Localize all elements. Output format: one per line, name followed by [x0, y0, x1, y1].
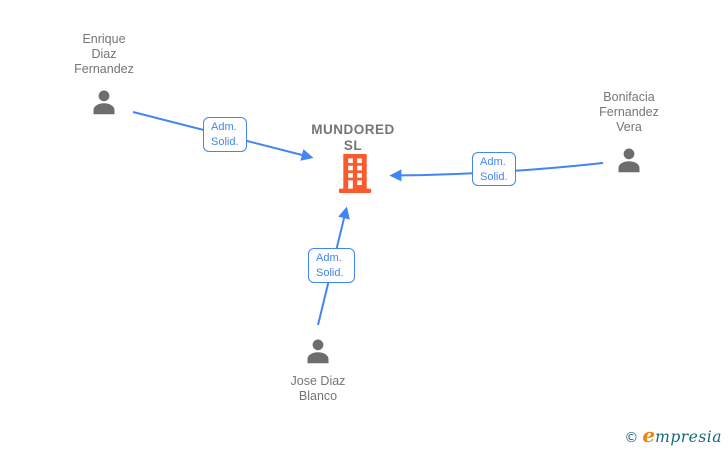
person-name-line: Diaz — [91, 47, 117, 61]
edge-label-adm-solid: Adm. Solid. — [472, 152, 516, 186]
edge-label-line: Solid. — [211, 136, 239, 148]
company-name-line: SL — [343, 138, 363, 153]
person-name-line: Enrique — [82, 32, 126, 46]
person-icon — [307, 339, 329, 364]
person-node-enrique[interactable] — [89, 88, 119, 118]
empresia-wordmark: empresia — [642, 423, 722, 447]
edge-label-line: Adm. — [480, 156, 506, 168]
person-name-line: Blanco — [298, 389, 338, 403]
person-name-jose[interactable]: Jose Diaz Blanco — [248, 374, 388, 404]
person-name-line: Vera — [616, 120, 642, 134]
person-node-bonifacia[interactable] — [614, 146, 644, 176]
edge-label-adm-solid: Adm. Solid. — [308, 248, 355, 283]
company-name[interactable]: MUNDORED SL — [283, 122, 423, 154]
edge-label-line: Adm. — [211, 121, 237, 133]
person-name-enrique[interactable]: Enrique Diaz Fernandez — [34, 32, 174, 77]
person-name-line: Fernandez — [599, 105, 659, 119]
edge-label-line: Adm. — [316, 252, 342, 264]
empresia-wordmark-initial: e — [642, 423, 656, 447]
company-node-mundored[interactable] — [338, 154, 372, 193]
building-icon — [338, 154, 372, 193]
copyright-symbol: © — [624, 430, 639, 446]
person-name-line: Fernandez — [74, 62, 134, 76]
person-name-bonifacia[interactable]: Bonifacia Fernandez Vera — [559, 90, 699, 135]
person-name-line: Jose Diaz — [290, 374, 346, 388]
company-name-line: MUNDORED — [311, 122, 395, 137]
person-node-jose[interactable] — [303, 337, 333, 367]
edge-label-line: Solid. — [480, 171, 508, 183]
empresia-logo[interactable]: © empresia — [624, 423, 722, 447]
edge-label-line: Solid. — [316, 267, 344, 279]
empresia-wordmark-rest: mpresia — [655, 428, 722, 446]
person-icon — [93, 90, 115, 115]
edge-label-adm-solid: Adm. Solid. — [203, 117, 247, 152]
person-icon — [618, 148, 640, 173]
person-name-line: Bonifacia — [603, 90, 655, 104]
